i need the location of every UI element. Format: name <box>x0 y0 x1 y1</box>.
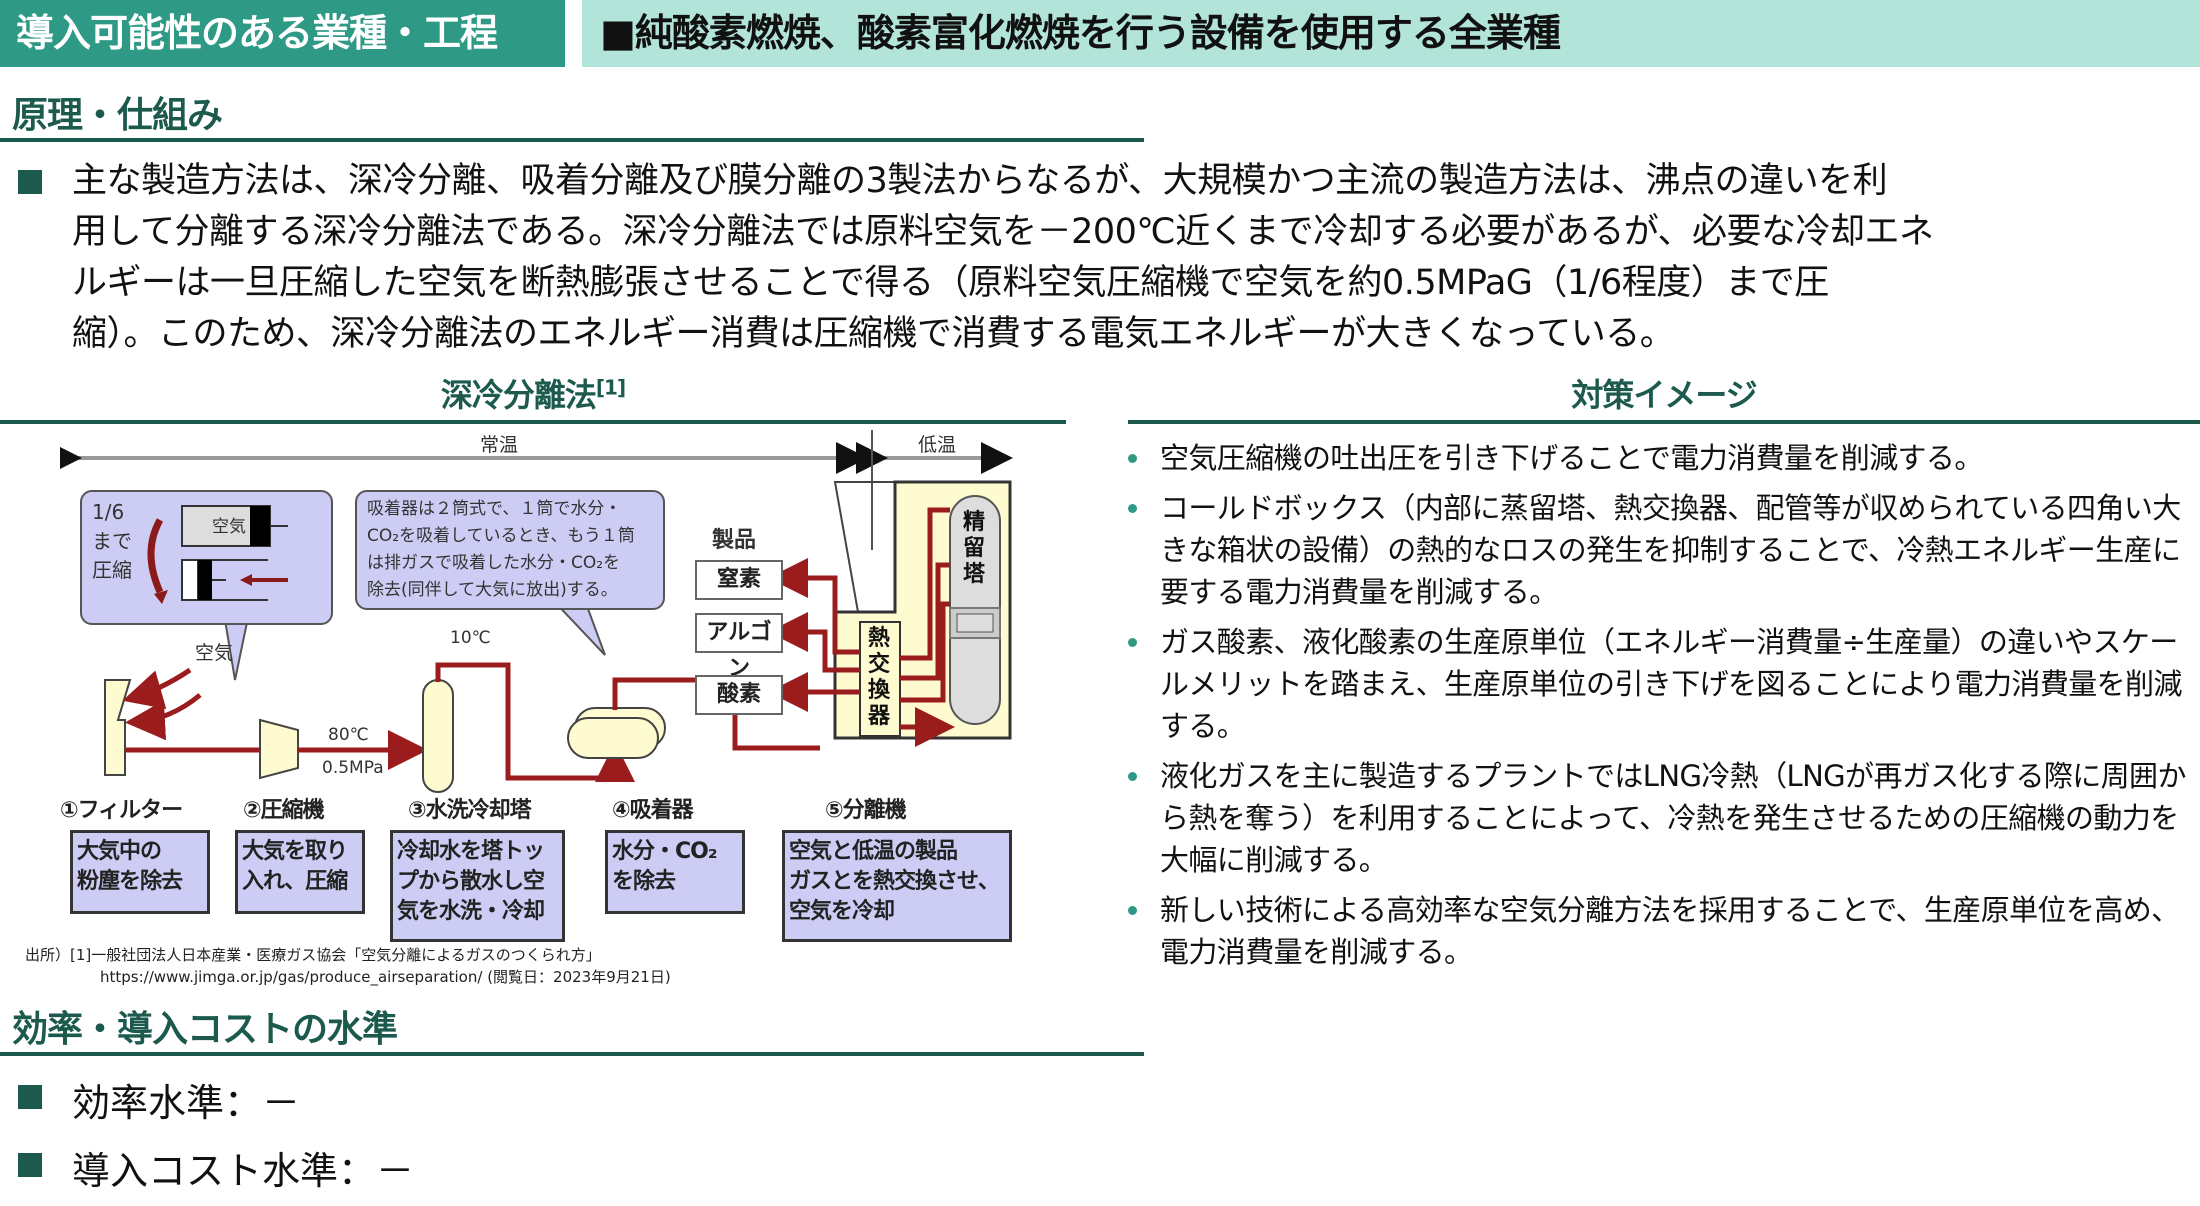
square-bullet-icon <box>18 170 42 194</box>
citation-ref: [1] <box>595 375 626 400</box>
stage-desc-filter: 大気中の 粉塵を除去 <box>70 830 210 914</box>
source-url: https://www.jimga.or.jp/gas/produce_airs… <box>100 968 671 986</box>
bullet-dot-icon <box>1128 454 1137 463</box>
measure-item: 新しい技術による高効率な空気分離方法を採用することで、生産原単位を高め、電力消費… <box>1128 889 2200 973</box>
measure-item: 空気圧縮機の吐出圧を引き下げることで電力消費量を削減する。 <box>1128 437 2200 479</box>
measure-item: 液化ガスを主に製造するプラントではLNG冷熱（LNGが再ガス化する際に周囲から熱… <box>1128 755 2200 881</box>
air-label: 空気 <box>195 642 234 664</box>
stage-desc-adsorber: 水分・CO₂ を除去 <box>605 830 745 914</box>
paragraph-line: 主な製造方法は、深冷分離、吸着分離及び膜分離の3製法からなるが、大規模かつ主流の… <box>72 161 1888 201</box>
section-title-principle: 原理・仕組み <box>12 95 223 136</box>
stage-label-washing-tower: ③水洗冷却塔 <box>408 798 532 823</box>
product-argon: アルゴン <box>695 613 783 681</box>
square-bullet-icon <box>18 1153 42 1177</box>
stage-desc-compressor: 大気を取り 入れ、圧縮 <box>235 830 365 914</box>
stage-label-separator: ⑤分離機 <box>825 798 907 823</box>
heat-exchanger-label: 熱交換器 <box>868 626 891 729</box>
ratio-text: 1/6 <box>92 500 125 524</box>
bullet-dot-icon <box>1128 772 1137 781</box>
product-oxygen: 酸素 <box>695 675 783 715</box>
piston-icon <box>147 505 288 604</box>
introduction-cost-level: 導入コスト水準：－ <box>72 1149 415 1193</box>
paragraph-line: 縮）。このため、深冷分離法のエネルギー消費は圧縮機で消費する電気エネルギーが大き… <box>72 314 1675 354</box>
measure-item: ガス酸素、液化酸素の生産原単位（エネルギー消費量÷生産量）の違いやスケールメリッ… <box>1128 621 2200 747</box>
measures-title: 対策イメージ <box>1571 376 1757 414</box>
stage-label-adsorber: ④吸着器 <box>612 798 694 823</box>
bullet-dot-icon <box>1128 638 1137 647</box>
bullet-dot-icon <box>1128 906 1137 915</box>
temp-10-label: 10℃ <box>450 628 491 648</box>
pressure-label: 0.5MPa <box>322 758 384 778</box>
paragraph-line: 用して分離する深冷分離法である。深冷分離法では原料空気を－200℃近くまで冷却す… <box>72 212 1934 252</box>
product-nitrogen: 窒素 <box>695 560 783 600</box>
stage-label-compressor: ②圧縮機 <box>243 798 325 823</box>
adsorber-callout: 吸着器は２筒式で、１筒で水分・ CO₂を吸着しているとき、もう１筒 は排ガスで吸… <box>355 490 665 610</box>
diagram-title: 深冷分離法[1] <box>440 375 626 414</box>
category-label: 導入可能性のある業種・工程 <box>0 0 565 67</box>
bullet-dot-icon <box>1128 504 1137 513</box>
efficiency-level: 効率水準：－ <box>72 1081 301 1125</box>
section-divider <box>0 138 1144 142</box>
compression-callout: 1/6 まで 圧縮 空気 <box>80 490 333 625</box>
zone-low-temp: 低温 <box>918 434 957 456</box>
stage-desc-washing-tower: 冷却水を塔トッ プから散水し空 気を水洗・冷却 <box>390 830 565 942</box>
cryogenic-separation-diagram: 常温 低温 1/6 まで 圧縮 空気 吸着器は２筒式で、１筒で水分・ CO₂ <box>60 430 1020 942</box>
measures-divider <box>1128 420 2200 424</box>
paragraph-line: ルギーは一旦圧縮した空気を断熱膨張させることで得る（原料空気圧縮機で空気を約0.… <box>72 263 1829 303</box>
principle-paragraph: 主な製造方法は、深冷分離、吸着分離及び膜分離の3製法からなるが、大規模かつ主流の… <box>72 156 2192 360</box>
column-label: 精留塔 <box>963 510 986 587</box>
square-bullet-icon <box>18 1085 42 1109</box>
source-citation: 出所）[1]一般社団法人日本産業・医療ガス協会「空気分離によるガスのつくられ方」… <box>25 946 671 986</box>
category-value: ■純酸素燃焼、酸素富化燃焼を行う設備を使用する全業種 <box>582 0 2200 67</box>
section-title-cost: 効率・導入コストの水準 <box>12 1009 398 1050</box>
products-label: 製品 <box>712 528 757 553</box>
zone-normal-temp: 常温 <box>480 434 519 456</box>
diagram-divider <box>0 420 1066 424</box>
cylinder-air-label: 空気 <box>212 517 246 537</box>
temp-80-label: 80℃ <box>328 725 369 745</box>
cost-divider <box>0 1052 1144 1056</box>
stage-label-filter: ①フィルター <box>60 798 183 823</box>
stage-desc-separator: 空気と低温の製品 ガスとを熱交換させ、 空気を冷却 <box>782 830 1012 942</box>
measure-item: コールドボックス（内部に蒸留塔、熱交換器、配管等が収められている四角い大きな箱状… <box>1128 487 2200 613</box>
measures-list: 空気圧縮機の吐出圧を引き下げることで電力消費量を削減する。 コールドボックス（内… <box>1128 437 2200 981</box>
